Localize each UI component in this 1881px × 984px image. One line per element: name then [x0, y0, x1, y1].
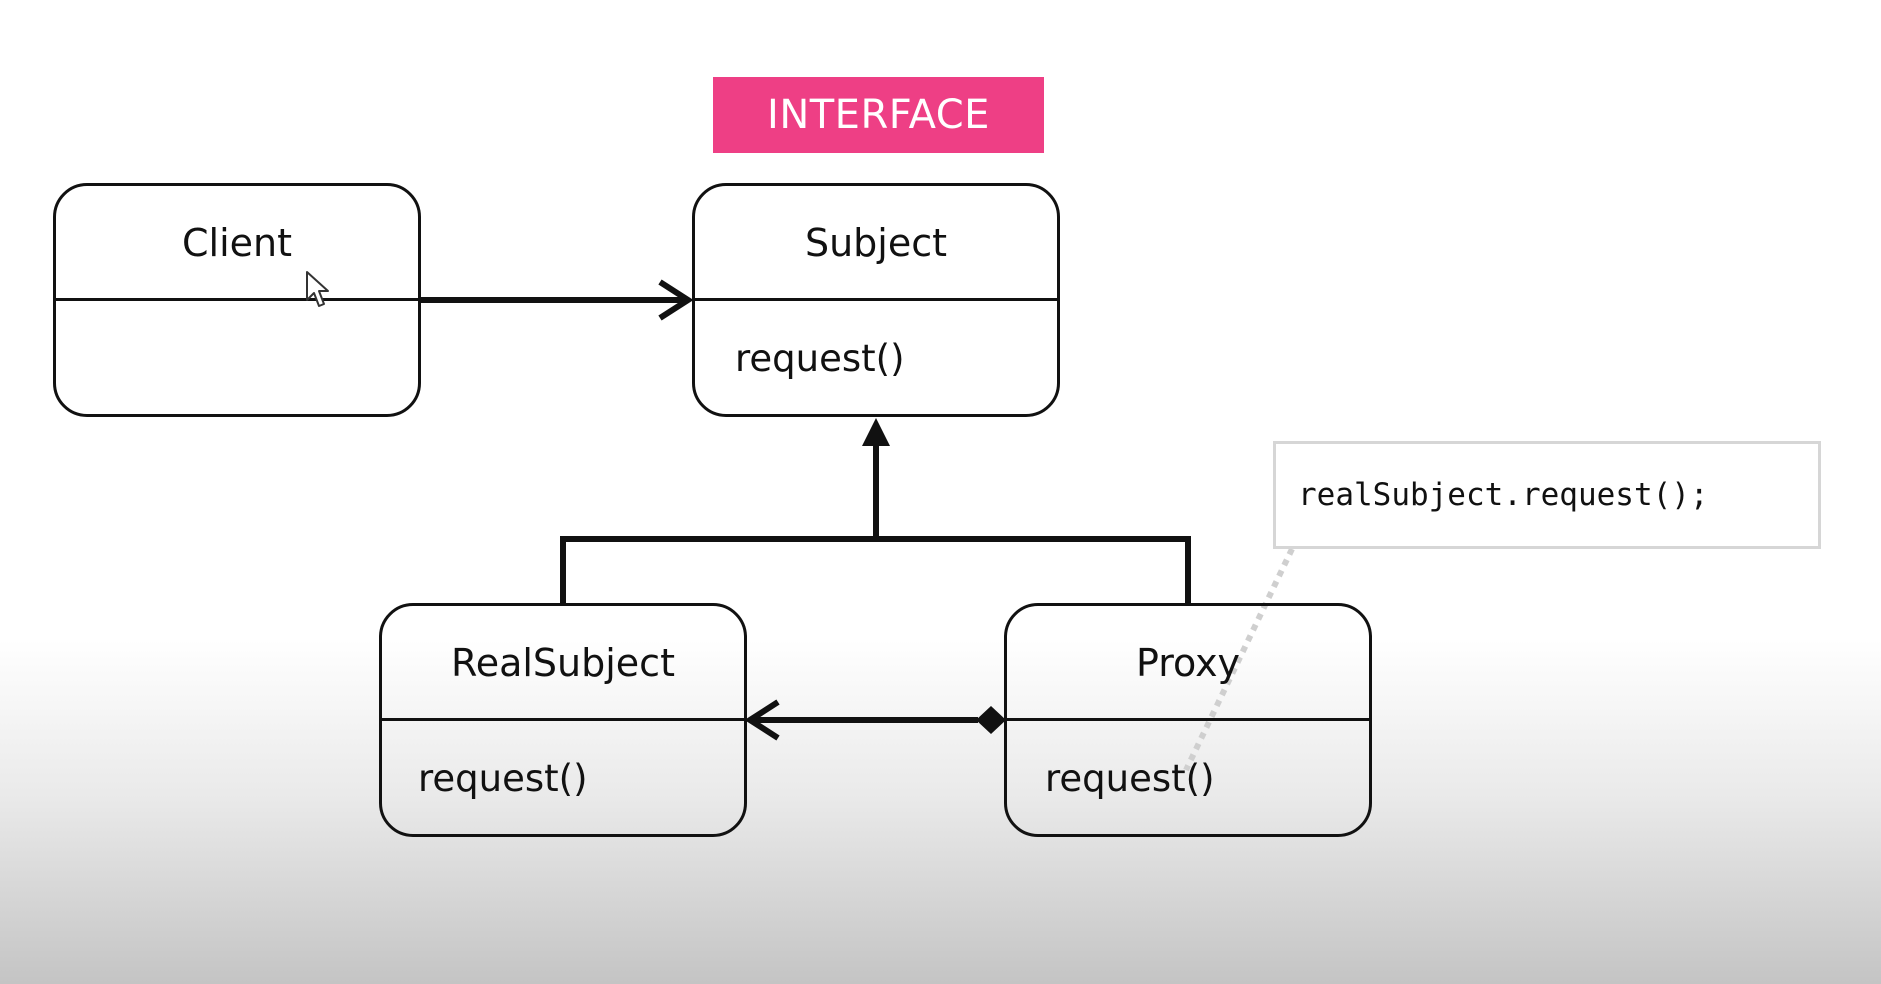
realization-to-subject — [560, 418, 1191, 603]
class-name-subject: Subject — [695, 186, 1057, 301]
class-name-realsubject: RealSubject — [382, 606, 744, 721]
class-box-subject[interactable]: Subject request() — [692, 183, 1060, 417]
interface-tag-label: INTERFACE — [767, 92, 990, 138]
class-operation-subject: request() — [735, 337, 905, 380]
code-note: realSubject.request(); — [1273, 441, 1821, 549]
class-operation-realsubject: request() — [418, 757, 588, 800]
composition-diamond — [976, 706, 1006, 734]
realization-arrowhead — [862, 418, 890, 446]
class-box-client[interactable]: Client — [53, 183, 421, 417]
mouse-pointer-icon — [306, 271, 329, 307]
class-box-realsubject[interactable]: RealSubject request() — [379, 603, 747, 837]
code-note-text: realSubject.request(); — [1298, 477, 1709, 513]
association-client-subject — [421, 279, 694, 321]
class-box-proxy[interactable]: Proxy request() — [1004, 603, 1372, 837]
note-connector — [1183, 547, 1295, 772]
interface-tag: INTERFACE — [713, 77, 1044, 153]
class-name-proxy: Proxy — [1007, 606, 1369, 721]
class-operation-proxy: request() — [1045, 757, 1215, 800]
class-name-client: Client — [56, 186, 418, 301]
composition-proxy-realsubject — [744, 699, 1006, 741]
